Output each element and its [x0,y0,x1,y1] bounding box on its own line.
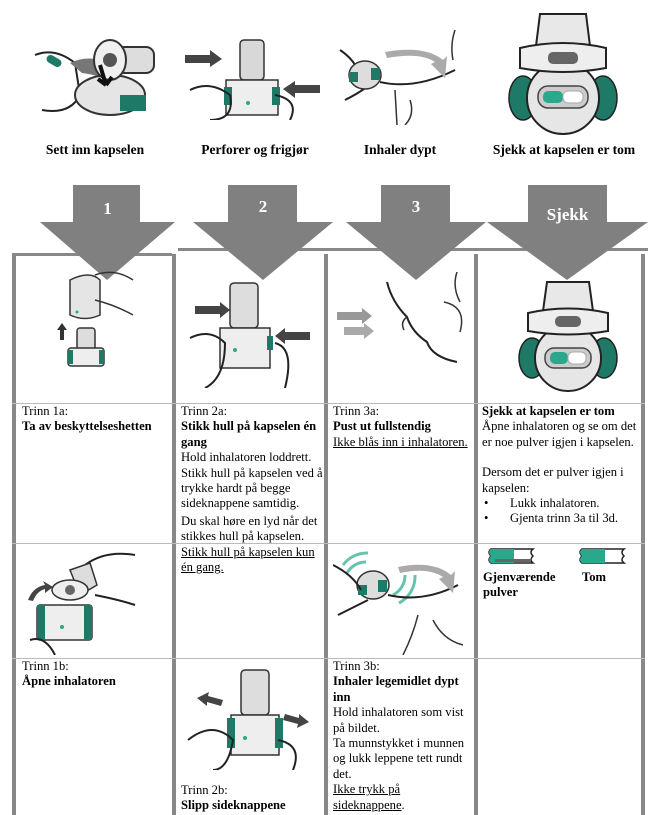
inhale-medicine-illustration [333,545,473,655]
pierce-capsule-illustration [185,278,315,388]
check-step: Sjekk at kapselen er tom Åpne inhalatore… [482,404,640,527]
insert-capsule-illustration [30,35,160,120]
remove-cap-illustration [55,270,135,370]
bullet-item: Gjenta trinn 3a til 3d. [482,511,640,527]
bullet-item: Lukk inhalatoren. [482,496,640,512]
exhale-illustration [332,272,472,392]
step-2a: Trinn 2a: Stikk hull på kapselen én gang… [181,404,323,575]
check-capsule-illustration [508,10,618,135]
step-heading: Stikk hull på kapselen én gang [181,419,317,449]
capsule-remaining-powder-icon [487,547,537,565]
inhale-deeply-illustration [335,20,465,125]
arrow-label: 3 [411,197,421,216]
arrow-label: 1 [103,199,112,218]
step-text: Dersom det er pulver igjen i kapselen: [482,465,624,495]
row-divider [12,403,645,404]
pierce-release-illustration [180,35,325,120]
capsule-empty-icon [578,547,628,565]
check-bullet-list: Lukk inhalatoren. Gjenta trinn 3a til 3d… [482,496,640,527]
step-warning: Ikke trykk på sideknappene [333,782,402,812]
step-warning-suffix: . [401,797,405,812]
step-label: Trinn 2a: [181,404,228,418]
step-1a: Trinn 1a: Ta av beskyttelseshetten [22,404,170,435]
capsule-empty-label: Tom [582,570,607,584]
step-arrow-1: 1 [40,185,175,280]
step-heading: Ta av beskyttelseshetten [22,419,152,434]
step-3a: Trinn 3a: Pust ut fullstendig Ikke blås … [333,404,473,450]
step-label: Trinn 3a: [333,404,380,418]
arrow-label: 2 [258,197,268,216]
step-2b: Trinn 2b: Slipp sideknappene [181,783,323,814]
step-1b: Trinn 1b: Åpne inhalatoren [22,659,170,690]
column-divider [641,254,645,815]
step-arrow-2: 2 [193,185,333,280]
capsule-remaining-label: Gjenværende pulver [483,570,556,600]
step-label: Trinn 1a: [22,404,69,418]
check-capsule-detail-illustration [518,278,618,393]
step-warning: Ikke blås inn i inhalatoren. [333,434,468,449]
step-heading: Slipp sideknappene [181,798,286,813]
step-warning-line: Ikke trykk på sideknappene. [333,782,473,813]
column-divider [324,254,328,815]
arrow-label: Sjekk [546,205,589,224]
step-heading: Pust ut fullstendig [333,419,431,434]
step-arrow-check: Sjekk [487,185,648,280]
step-warning: Stikk hull på kapselen kun én gang. [181,544,315,575]
step-text: Hold inhalatoren loddrett. [181,450,312,465]
column-divider [474,254,478,815]
step-label: Trinn 3b: [333,659,380,673]
step-3b: Trinn 3b: Inhaler legemidlet dypt inn Ho… [333,659,473,813]
overview-title-check: Sjekk at kapselen er tom [492,142,636,157]
step-heading: Sjekk at kapselen er tom [482,404,615,418]
column-divider [12,254,16,815]
overview-title-insert: Sett inn kapselen [45,142,145,157]
step-heading: Inhaler legemidlet dypt inn [333,674,459,704]
step-text: Stikk hull på kapselen ved å trykke hard… [181,465,323,511]
step-text: Ta munnstykket i munnen og lukk leppene … [333,736,464,781]
overview-title-inhale: Inhaler dypt [363,142,437,157]
row-divider [12,543,645,544]
row-divider [12,658,645,659]
step-label: Trinn 2b: [181,783,228,797]
column-divider [172,254,176,815]
step-text: Åpne inhalatoren og se om det er noe pul… [482,419,637,449]
step-label: Trinn 1b: [22,659,69,673]
step-text: Hold inhalatoren som vist på bildet. [333,705,464,735]
step-heading: Åpne inhalatoren [22,674,116,689]
overview-title-pierce: Perforer og frigjør [201,142,309,157]
open-inhaler-illustration [25,545,140,655]
release-buttons-illustration [183,660,313,770]
step-arrow-3: 3 [346,185,486,280]
step-text: Du skal høre en lyd når det stikkes hull… [181,513,318,544]
